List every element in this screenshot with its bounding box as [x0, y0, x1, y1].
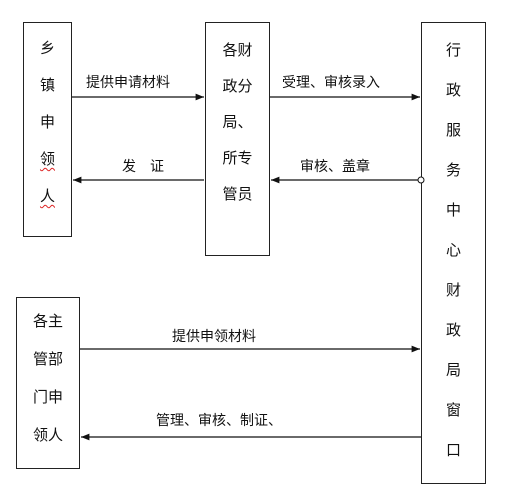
service-center-char: 行: [445, 41, 461, 59]
finance-bureau-box: 各财 政分 局、 所专 管员: [205, 22, 270, 256]
service-center-char: 中: [445, 201, 461, 219]
label-accept-review-input: 受理、审核录入: [282, 75, 380, 91]
applicant-town-char: 人: [39, 187, 55, 205]
applicant-dept-line: 各主: [32, 312, 63, 330]
finance-bureau-line: 政分: [222, 77, 253, 95]
label-review-stamp: 审核、盖章: [300, 159, 370, 175]
finance-bureau-line: 各财: [222, 41, 253, 59]
service-center-char: 口: [445, 441, 461, 459]
service-center-char: 财: [445, 281, 461, 299]
service-center-label: 行 政 服 务 中 心 财 政 局 窗 口: [422, 43, 485, 483]
service-center-char: 局: [445, 361, 461, 379]
applicant-town-char: 乡: [39, 39, 55, 57]
finance-bureau-line: 局、: [222, 113, 253, 131]
applicant-dept-line: 领人: [32, 426, 63, 444]
service-center-char: 窗: [445, 401, 461, 419]
label-issue-certificate: 发 证: [122, 159, 164, 175]
service-center-char: 务: [445, 161, 461, 179]
service-center-char: 心: [445, 241, 461, 259]
service-center-char: 服: [445, 121, 461, 139]
applicant-town-box: 乡 镇 申 领 人: [23, 22, 72, 237]
arrow-origin-dot: [417, 176, 425, 184]
service-center-char: 政: [445, 321, 461, 339]
applicant-town-char: 领: [39, 150, 55, 168]
label-submit-application: 提供申请材料: [86, 75, 170, 91]
finance-bureau-line: 所专: [222, 149, 253, 167]
applicant-dept-label: 各主 管部 门申 领人: [17, 314, 79, 466]
service-center-char: 政: [445, 81, 461, 99]
service-center-box: 行 政 服 务 中 心 财 政 局 窗 口: [421, 22, 486, 484]
label-manage-review-issue: 管理、审核、制证、: [156, 413, 282, 429]
applicant-dept-line: 门申: [32, 388, 63, 406]
applicant-town-char: 申: [39, 113, 55, 131]
label-submit-claim-materials: 提供申领材料: [172, 329, 256, 345]
finance-bureau-line: 管员: [222, 185, 253, 203]
finance-bureau-label: 各财 政分 局、 所专 管员: [206, 43, 269, 223]
applicant-dept-box: 各主 管部 门申 领人: [16, 297, 80, 469]
applicant-town-label: 乡 镇 申 领 人: [24, 41, 71, 226]
applicant-dept-line: 管部: [32, 350, 63, 368]
applicant-town-char: 镇: [39, 76, 55, 94]
